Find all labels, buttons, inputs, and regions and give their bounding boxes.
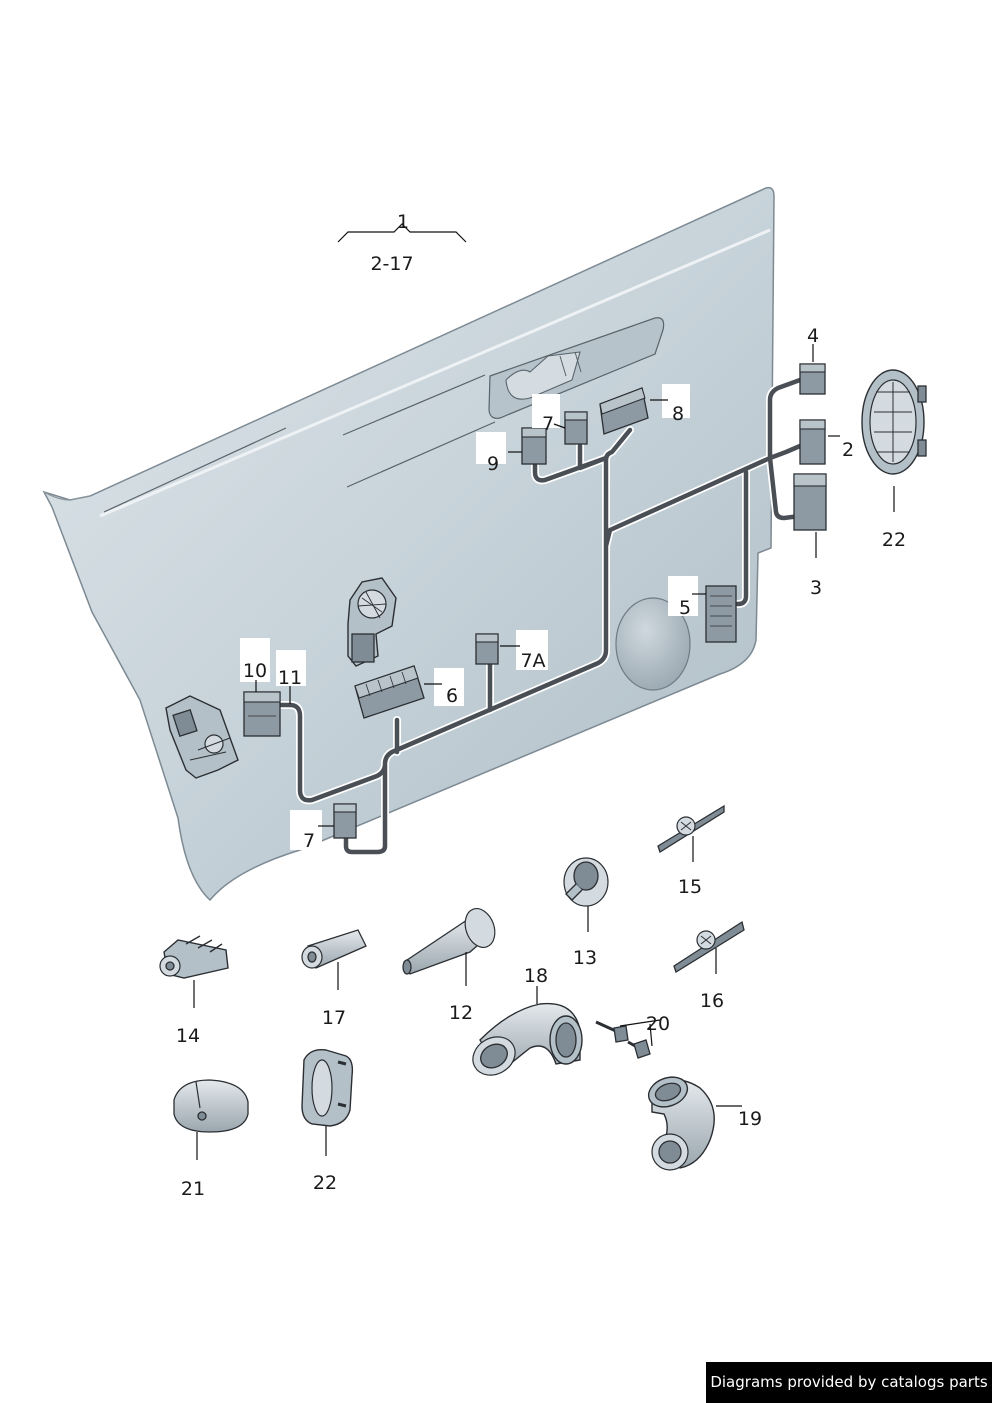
part-22-bottom xyxy=(301,1049,354,1127)
connector-4 xyxy=(799,363,826,395)
tag-7-bottom xyxy=(290,810,322,850)
label-14: 14 xyxy=(176,1025,200,1047)
connector-6 xyxy=(354,665,425,719)
label-19: 19 xyxy=(738,1108,762,1130)
part-18-elbow xyxy=(472,1002,583,1076)
tag-7-top xyxy=(532,394,560,428)
connector-7-bottom xyxy=(333,803,357,839)
label-11: 11 xyxy=(278,667,302,689)
label-18: 18 xyxy=(524,965,548,987)
label-1: 1 xyxy=(397,211,409,233)
label-5: 5 xyxy=(679,597,691,619)
part-21-plug xyxy=(173,1079,249,1133)
door-handle xyxy=(488,317,665,419)
connector-5 xyxy=(705,585,737,643)
tag-8 xyxy=(662,384,690,418)
label-3: 3 xyxy=(810,577,822,599)
part-17-tube xyxy=(301,929,367,969)
credit-banner: Diagrams provided by catalogs parts xyxy=(706,1362,992,1403)
part-14-clip xyxy=(159,935,229,979)
label-7-bottom: 7 xyxy=(303,830,315,852)
connector-10 xyxy=(243,691,281,737)
part-12-sleeve xyxy=(402,908,496,975)
part-15-clip xyxy=(657,804,725,853)
connector-7a xyxy=(475,633,499,665)
connector-2 xyxy=(799,419,826,465)
door-panel xyxy=(42,186,775,902)
speaker xyxy=(615,597,691,691)
label-7a: 7A xyxy=(520,650,545,672)
label-21: 21 xyxy=(181,1178,205,1200)
tag-7a xyxy=(516,630,548,670)
tag-5 xyxy=(668,576,698,616)
part-20-screws xyxy=(595,1020,651,1059)
part-22-right xyxy=(861,369,927,475)
label-22-bottom: 22 xyxy=(313,1172,337,1194)
connector-3 xyxy=(793,473,827,531)
tag-11 xyxy=(276,650,306,686)
connector-7-top xyxy=(564,411,588,445)
label-17: 17 xyxy=(322,1007,346,1029)
label-2-17: 2-17 xyxy=(370,253,413,275)
part-16-clip xyxy=(673,920,745,973)
tag-10 xyxy=(240,638,270,682)
door-lock xyxy=(165,695,239,779)
label-15: 15 xyxy=(678,876,702,898)
label-22-right: 22 xyxy=(882,529,906,551)
part-19-elbow xyxy=(647,1076,715,1171)
label-8: 8 xyxy=(672,403,684,425)
label-13: 13 xyxy=(573,947,597,969)
label-10: 10 xyxy=(243,660,267,682)
label-20: 20 xyxy=(646,1013,670,1035)
label-7-top: 7 xyxy=(542,413,554,435)
label-16: 16 xyxy=(700,990,724,1012)
connector-8 xyxy=(599,387,649,435)
label-12: 12 xyxy=(449,1002,473,1024)
part-13-grommet xyxy=(563,857,609,907)
label-2: 2 xyxy=(842,439,854,461)
window-motor xyxy=(347,577,397,667)
wiring-harness xyxy=(274,376,804,856)
label-6: 6 xyxy=(446,685,458,707)
leader-lines xyxy=(193,223,895,1160)
tag-9 xyxy=(476,432,506,464)
tag-6 xyxy=(434,668,464,706)
label-4: 4 xyxy=(807,325,819,347)
label-9: 9 xyxy=(487,453,499,475)
